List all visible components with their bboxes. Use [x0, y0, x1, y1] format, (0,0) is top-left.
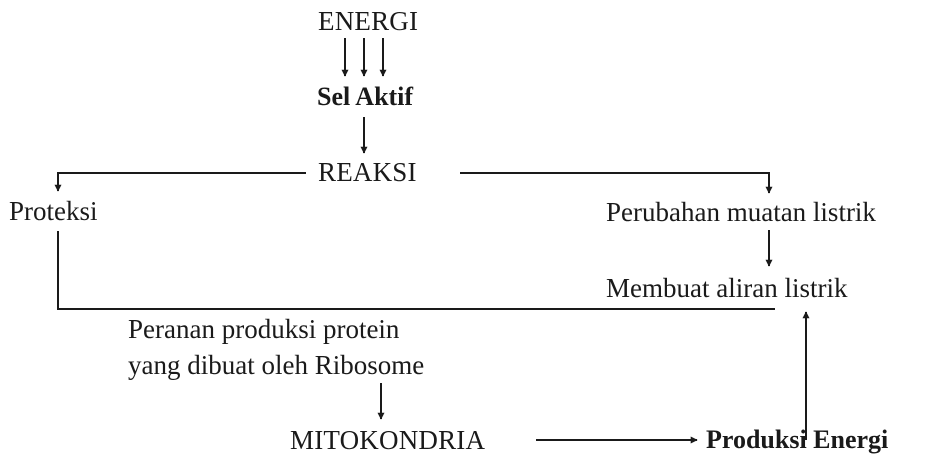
node-membuat-aliran-listrik: Membuat aliran listrik: [606, 273, 848, 303]
node-energi: ENERGI: [318, 6, 419, 36]
reaksi-to-perubahan-arrow: [460, 172, 773, 194]
node-proteksi: Proteksi: [9, 196, 98, 226]
reaksi-to-proteksi-arrow: [54, 172, 306, 192]
node-peranan-line-2: yang dibuat oleh Ribosome: [128, 350, 425, 380]
node-mitokondria: MITOKONDRIA: [290, 425, 486, 455]
proteksi-to-membuat-line: [57, 231, 775, 310]
node-perubahan-muatan-listrik: Perubahan muatan listrik: [606, 197, 876, 227]
node-reaksi: REAKSI: [318, 157, 417, 187]
node-peranan-line-1: Peranan produksi protein: [128, 314, 400, 344]
node-produksi-energi: Produksi Energi: [706, 425, 889, 454]
node-sel-aktif: Sel Aktif: [317, 82, 414, 111]
